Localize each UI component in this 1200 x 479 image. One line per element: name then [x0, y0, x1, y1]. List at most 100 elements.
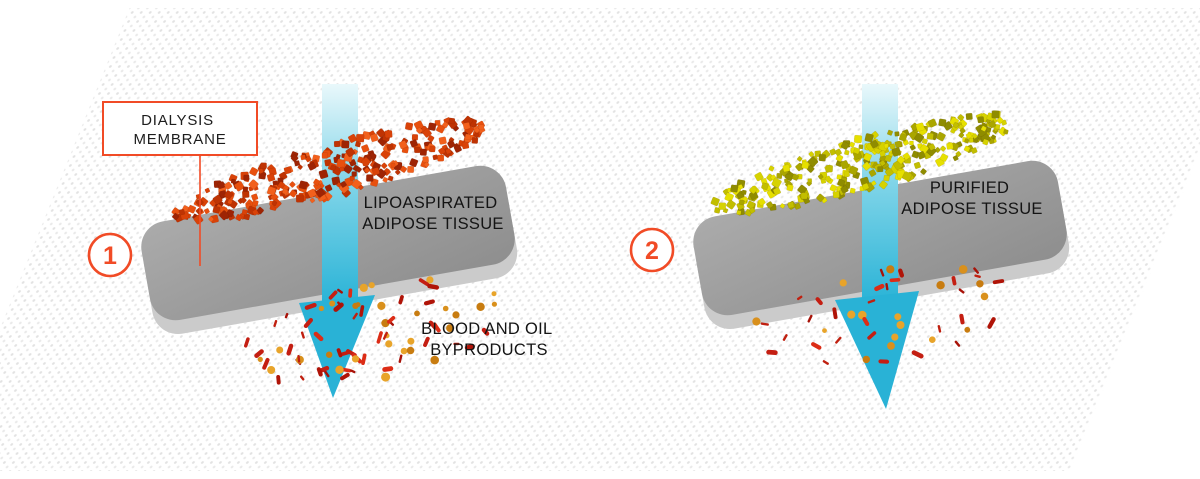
- tissue-particle: [836, 174, 843, 180]
- tissue-particle: [807, 178, 813, 184]
- tissue-particle: [771, 177, 782, 189]
- bead-particle: [381, 372, 391, 382]
- tissue-particle: [241, 209, 248, 216]
- bead-particle: [385, 340, 393, 348]
- tissue-particle: [776, 172, 783, 179]
- tissue-particle: [438, 147, 446, 155]
- tissue-particle: [889, 143, 896, 150]
- tissue-label: PURIFIED ADIPOSE TISSUE: [901, 179, 1042, 218]
- bead-particle: [335, 365, 344, 374]
- tissue-particle: [968, 137, 974, 143]
- capsule-particle: [340, 372, 350, 381]
- tissue-particle: [461, 141, 470, 150]
- tissue-particle: [795, 162, 804, 172]
- tissue-particle: [355, 166, 362, 173]
- tissue-particle: [946, 142, 954, 150]
- capsule-particle: [878, 359, 890, 364]
- tissue-particle: [861, 182, 870, 191]
- tissue-particle: [321, 152, 329, 159]
- tissue-particle: [266, 173, 276, 182]
- tissue-particle: [844, 149, 850, 156]
- tissue-particle: [849, 187, 856, 194]
- tissue-particle: [796, 155, 803, 162]
- tissue-particle: [902, 171, 913, 182]
- tissue-particle: [877, 166, 884, 173]
- bead-particle: [400, 347, 408, 355]
- tissue-particle: [797, 184, 808, 195]
- tissue-particle: [471, 137, 479, 144]
- rod-particle: [885, 283, 889, 291]
- tissue-particle: [345, 147, 356, 158]
- tissue-particle: [376, 128, 386, 138]
- bead-particle: [891, 333, 899, 341]
- bead-particle: [980, 292, 989, 301]
- tissue-particle: [754, 171, 764, 182]
- tissue-particle: [298, 180, 308, 190]
- tissue-particle: [938, 118, 947, 127]
- capsule-particle: [862, 316, 870, 327]
- byproducts-2: [752, 265, 1005, 365]
- tissue-particle: [478, 124, 485, 131]
- tissue-particle: [313, 178, 321, 186]
- tissue-particle: [891, 147, 902, 157]
- tissue-particle: [219, 210, 230, 221]
- tissue-particle: [832, 191, 840, 199]
- capsule-particle: [361, 353, 367, 366]
- rod-particle: [382, 331, 388, 340]
- tissue-particle: [843, 170, 850, 178]
- tissue-particle: [224, 181, 233, 190]
- capsule-particle: [811, 342, 822, 350]
- bead-particle: [326, 351, 333, 358]
- bead-particle: [887, 342, 895, 350]
- rod-particle: [352, 312, 358, 320]
- bead-particle: [862, 355, 870, 364]
- capsule-particle: [951, 276, 957, 286]
- tissue-particle: [801, 161, 810, 170]
- bead-particle: [976, 280, 984, 288]
- tissue-particle: [835, 154, 844, 162]
- step-badge-2: 2: [629, 227, 675, 273]
- tissue-particle: [883, 143, 889, 149]
- tissue-particle: [318, 169, 329, 180]
- rod-particle: [835, 336, 842, 344]
- rod-particle: [299, 375, 305, 381]
- tissue-particle: [957, 114, 965, 122]
- tissue-particle: [824, 175, 832, 183]
- tissue-particle: [988, 120, 997, 129]
- tissue-cluster-2: [710, 110, 1009, 217]
- tissue-particle: [227, 199, 233, 205]
- tissue-particle: [361, 156, 371, 167]
- tissue-particle: [474, 127, 480, 134]
- capsule-particle: [254, 349, 264, 358]
- tissue-particle: [884, 154, 892, 163]
- bead-particle: [426, 276, 434, 284]
- tissue-particle: [382, 176, 389, 183]
- bead-particle: [822, 328, 827, 333]
- tissue-particle: [749, 185, 758, 194]
- tissue-particle: [212, 205, 221, 214]
- byproducts-1: [244, 276, 497, 385]
- bead-particle: [452, 311, 460, 319]
- tissue-particle: [252, 199, 259, 207]
- tissue-particle: [340, 180, 347, 188]
- tissue-particle: [419, 148, 428, 156]
- bead-particle: [896, 321, 905, 329]
- tissue-particle: [445, 148, 452, 155]
- tissue-particle: [355, 133, 365, 143]
- tissue-particle: [791, 173, 800, 181]
- tissue-particle: [243, 213, 251, 221]
- rod-particle: [297, 354, 301, 363]
- tissue-particle: [834, 148, 842, 156]
- tissue-particle: [429, 145, 436, 153]
- rod-particle: [974, 274, 981, 278]
- capsule-particle: [481, 327, 490, 336]
- tissue-particle: [964, 138, 970, 144]
- step-badge-circle: [629, 227, 675, 273]
- tissue-particle: [988, 138, 995, 144]
- tissue-particle: [994, 124, 1001, 130]
- capsule-particle: [874, 283, 885, 292]
- tissue-particle: [462, 122, 471, 130]
- tissue-particle: [886, 129, 894, 136]
- tissue-particle: [787, 201, 795, 209]
